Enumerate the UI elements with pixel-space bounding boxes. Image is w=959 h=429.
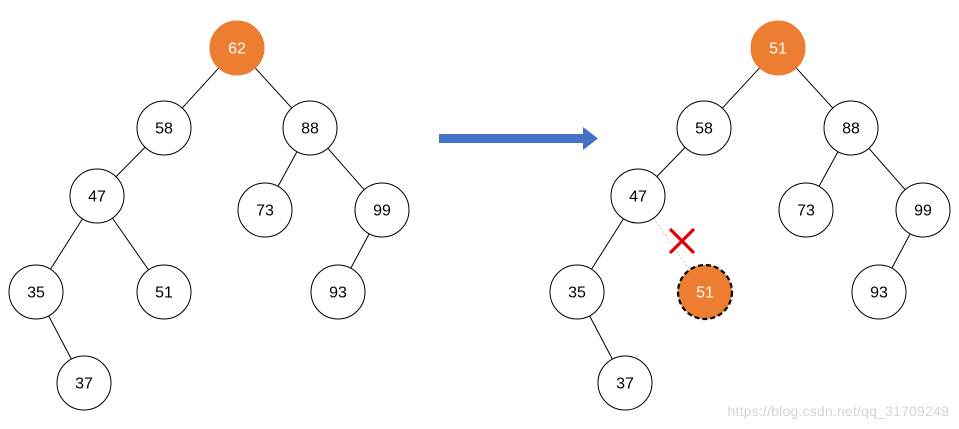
tree-node: 93 — [851, 264, 907, 320]
tree-node: 58 — [676, 100, 732, 156]
node-circle — [778, 182, 834, 238]
node-label: 47 — [88, 189, 106, 206]
tree-node: 88 — [282, 100, 338, 156]
node-circle — [136, 264, 192, 320]
node-label: 88 — [842, 121, 860, 138]
node-label: 88 — [301, 121, 319, 138]
node-circle — [354, 182, 410, 238]
node-circle — [676, 263, 734, 321]
node-circle — [597, 355, 653, 411]
tree-edge-b58-b47 — [115, 146, 146, 178]
tree-node: 99 — [895, 182, 951, 238]
arrow-right-icon — [439, 127, 598, 150]
tree-edge-b99-b93 — [350, 233, 370, 269]
tree-edge-a88-a73 — [818, 151, 839, 187]
tree-node: 73 — [778, 182, 834, 238]
node-circle — [676, 100, 732, 156]
tree-node: 47 — [610, 168, 666, 224]
cross-stroke — [669, 228, 695, 254]
node-circle — [750, 20, 806, 76]
highlighted-node: 51 — [750, 20, 806, 76]
removed-node: 51 — [676, 263, 734, 321]
edges-layer — [48, 67, 911, 360]
tree-edge-b35-b37 — [48, 315, 72, 360]
nodes-layer: 62 58 88 47 73 99 35 51 93 37 51 58 88 47 73 99 35 51 93 37 — [8, 20, 951, 411]
tree-edge-a35-a37 — [589, 315, 613, 360]
tree-node: 93 — [310, 264, 366, 320]
node-circle — [851, 264, 907, 320]
node-label: 93 — [329, 285, 347, 302]
tree-edge-b47-b51 — [112, 217, 149, 271]
tree-edge-b47-b35 — [50, 218, 83, 270]
tree-node: 73 — [237, 182, 293, 238]
tree-node: 35 — [549, 264, 605, 320]
watermark: https://blog.csdn.net/qq_31709249 — [727, 403, 949, 419]
node-label: 37 — [75, 376, 93, 393]
node-label: 35 — [27, 285, 45, 302]
node-circle — [69, 168, 125, 224]
node-label: 73 — [256, 203, 274, 220]
tree-node: 35 — [8, 264, 64, 320]
tree-edge-b88-b73 — [277, 151, 298, 187]
node-label: 93 — [870, 285, 888, 302]
node-label: 35 — [568, 285, 586, 302]
node-circle — [310, 264, 366, 320]
node-label: 51 — [696, 285, 714, 302]
node-label: 51 — [155, 285, 173, 302]
removed-edge — [653, 217, 690, 271]
tree-node: 58 — [136, 100, 192, 156]
removed-edge-layer — [653, 217, 690, 271]
node-label: 51 — [769, 41, 787, 58]
tree-edge-a51top-a58 — [721, 67, 761, 109]
node-label: 73 — [797, 203, 815, 220]
tree-node: 37 — [597, 355, 653, 411]
tree-edge-b88-b99 — [327, 147, 365, 191]
tree-node: 47 — [69, 168, 125, 224]
node-label: 47 — [629, 189, 647, 206]
node-label: 99 — [914, 203, 932, 220]
transition-arrow — [439, 127, 598, 150]
tree-node: 37 — [56, 355, 112, 411]
tree-edge-a51top-a88 — [795, 67, 834, 109]
tree-edge-a47-a35 — [591, 218, 624, 270]
tree-edge-b62-b88 — [254, 67, 293, 109]
node-label: 58 — [155, 121, 173, 138]
tree-node: 88 — [823, 100, 879, 156]
tree-edge-a58-a47 — [656, 147, 686, 177]
tree-node: 99 — [354, 182, 410, 238]
node-label: 37 — [616, 376, 634, 393]
node-circle — [282, 100, 338, 156]
cross-mark-icon — [669, 228, 695, 254]
node-circle — [610, 168, 666, 224]
node-label: 99 — [373, 203, 391, 220]
node-circle — [56, 355, 112, 411]
tree-edge-a99-a93 — [891, 233, 911, 269]
node-label: 62 — [228, 41, 246, 58]
node-circle — [237, 182, 293, 238]
tree-edge-b62-b58 — [181, 67, 220, 109]
node-circle — [549, 264, 605, 320]
node-label: 58 — [695, 121, 713, 138]
node-circle — [823, 100, 879, 156]
node-circle — [209, 20, 265, 76]
tree-edge-a88-a99 — [868, 147, 906, 191]
node-circle — [136, 100, 192, 156]
node-circle — [8, 264, 64, 320]
highlighted-node: 62 — [209, 20, 265, 76]
node-circle — [895, 182, 951, 238]
tree-node: 51 — [136, 264, 192, 320]
